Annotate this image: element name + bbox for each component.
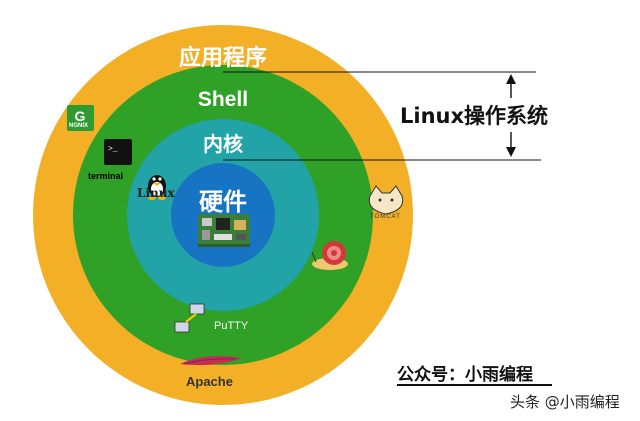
nginx-logo-icon: G	[67, 105, 94, 131]
svg-text:>_: >_	[108, 145, 118, 154]
apache-label: Apache	[186, 374, 233, 389]
tomcat-logo-icon	[368, 185, 404, 215]
linux-os-bracket-label: Linux操作系统	[400, 104, 549, 128]
linux-logo-label: Linux	[137, 186, 175, 200]
apache-feather-icon	[180, 356, 242, 366]
shell-label: Shell	[197, 88, 249, 111]
bracket-arrow-up-icon	[506, 74, 516, 98]
tux-penguin-icon	[148, 175, 166, 200]
terminal-icon: >_	[104, 139, 132, 165]
bracket-arrow-down-icon	[506, 132, 516, 157]
nginx-label: NGNIX	[69, 123, 89, 129]
terminal-label: terminal	[88, 171, 124, 181]
tomcat-label: TOMCAT	[370, 214, 401, 220]
circuit-board-icon	[198, 214, 250, 247]
putty-computers-icon	[174, 303, 205, 333]
putty-label: PuTTY	[214, 320, 249, 332]
hardware-label: 硬件	[199, 188, 247, 216]
kernel-label: 内核	[203, 132, 243, 156]
application-label: 应用程序	[178, 46, 268, 71]
credit-text: 公众号：小雨编程	[397, 365, 533, 385]
svg-text:G: G	[75, 108, 86, 124]
watermark-text: 头条 @小雨编程	[510, 393, 620, 411]
credit-underline	[397, 384, 552, 386]
snail-icon	[311, 241, 348, 270]
